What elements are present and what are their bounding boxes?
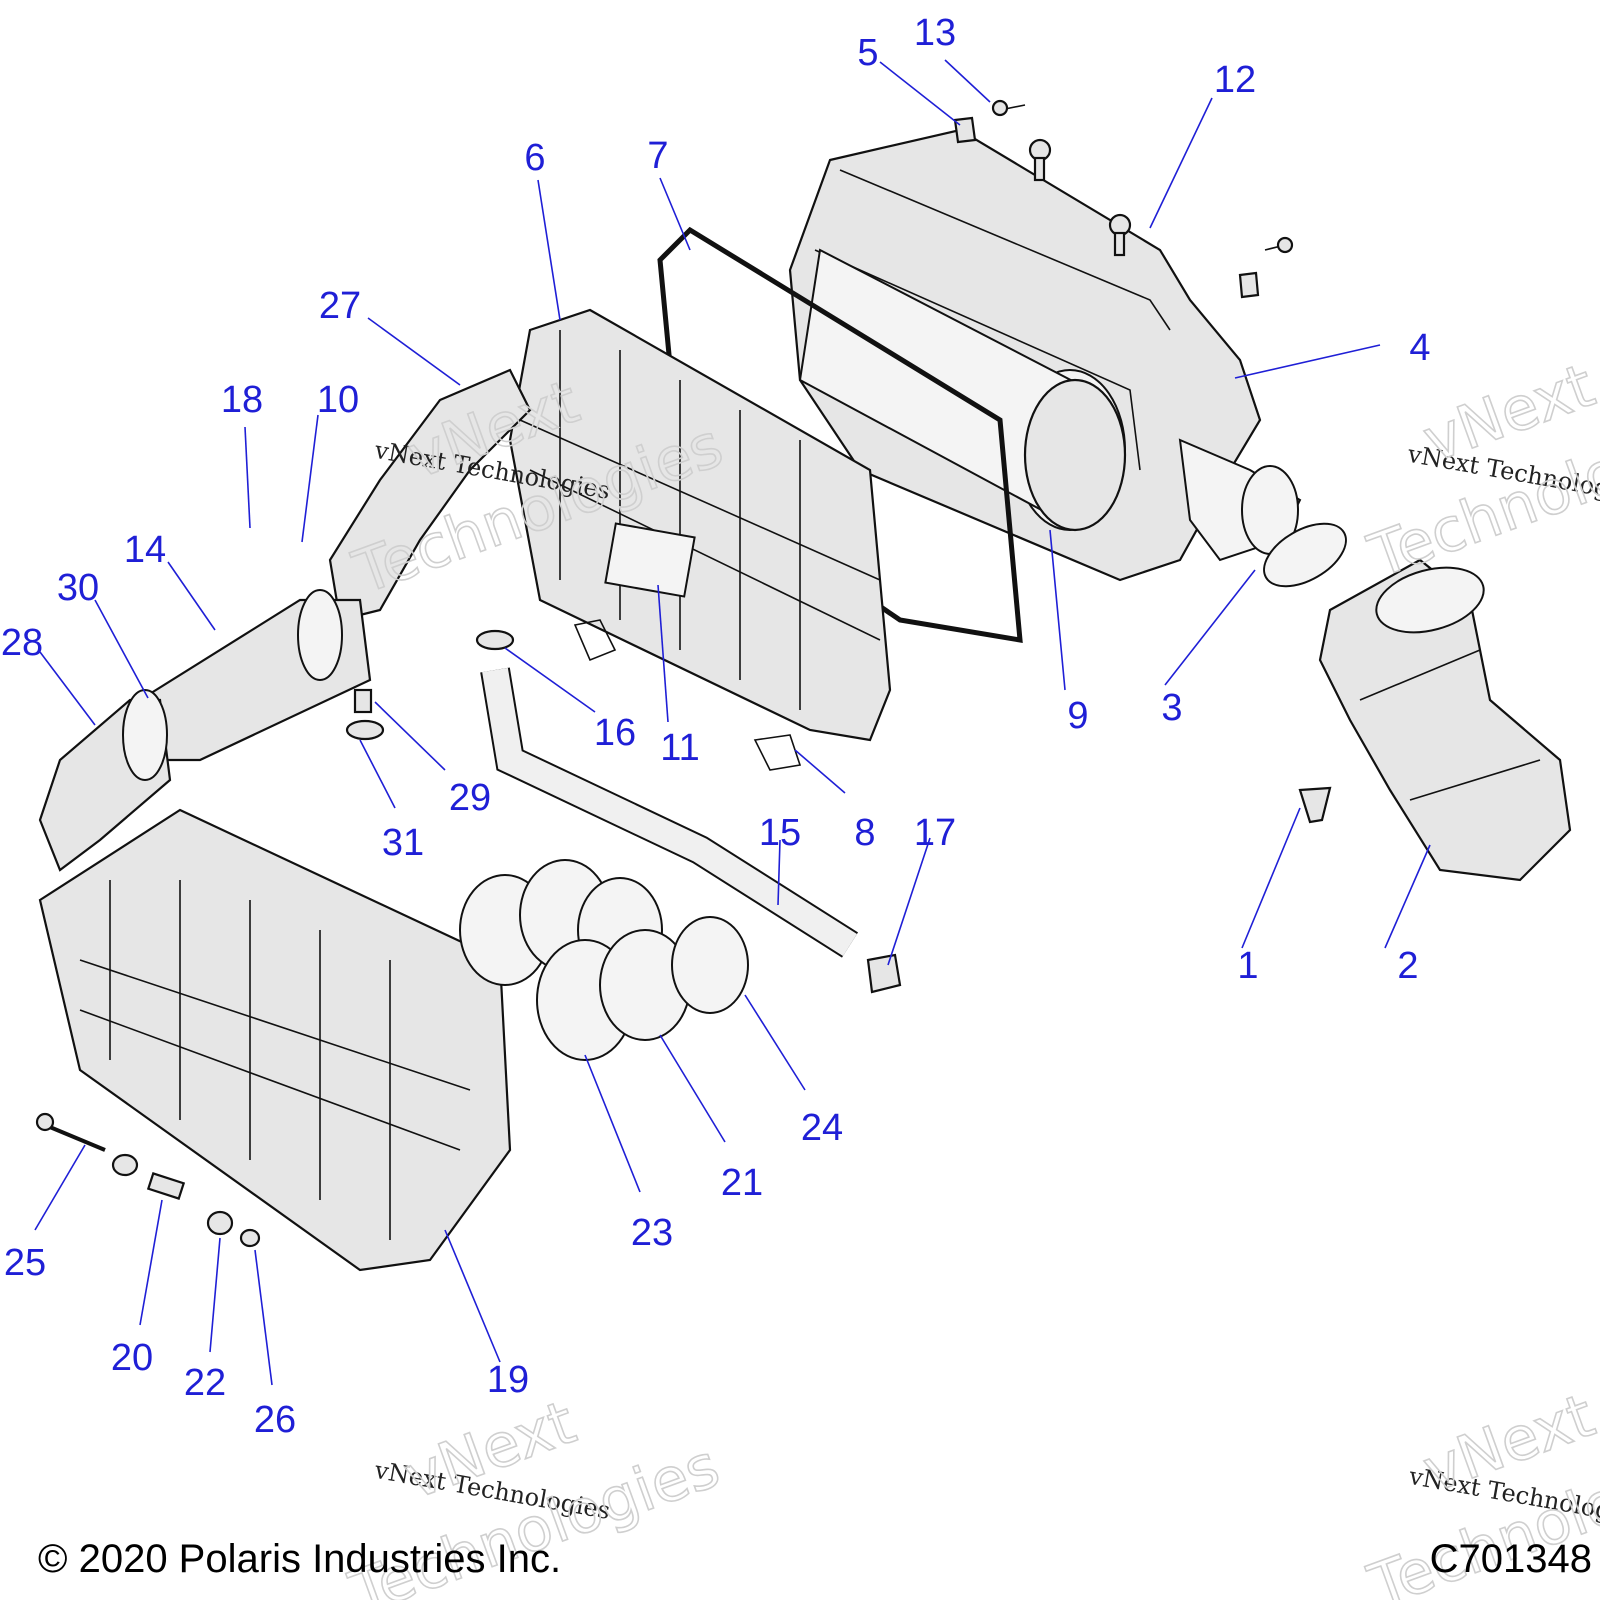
callout-15: 15 xyxy=(759,812,801,854)
part-19-lower-box xyxy=(38,808,512,1272)
part-2-3-elbow-duct xyxy=(1263,522,1572,882)
callout-8: 8 xyxy=(854,812,875,854)
callout-22: 22 xyxy=(184,1362,226,1404)
diagram-code: C701348 xyxy=(1430,1537,1592,1581)
callout-6: 6 xyxy=(524,137,545,179)
part-couplers xyxy=(459,859,749,1061)
callout-14: 14 xyxy=(124,529,166,571)
part-hardware-lower xyxy=(35,1112,261,1248)
callout-24: 24 xyxy=(801,1107,843,1149)
callout-13: 13 xyxy=(914,12,956,54)
callout-19: 19 xyxy=(487,1359,529,1401)
callout-30: 30 xyxy=(57,567,99,609)
callout-26: 26 xyxy=(254,1399,296,1441)
leader-lines xyxy=(34,59,1431,1386)
part-1-grommet xyxy=(1298,786,1332,824)
callout-27: 27 xyxy=(319,285,361,327)
callout-23: 23 xyxy=(631,1212,673,1254)
parts-artwork xyxy=(35,99,1572,1272)
callout-9: 9 xyxy=(1067,695,1088,737)
footer: © 2020 Polaris Industries Inc. C701348 xyxy=(38,1537,1592,1581)
callout-5: 5 xyxy=(857,32,878,74)
callout-12: 12 xyxy=(1214,59,1256,101)
callout-28: 28 xyxy=(1,622,43,664)
callout-25: 25 xyxy=(4,1242,46,1284)
callout-17: 17 xyxy=(914,812,956,854)
callout-7: 7 xyxy=(647,135,668,177)
callout-16: 16 xyxy=(594,712,636,754)
copyright-text: © 2020 Polaris Industries Inc. xyxy=(38,1537,561,1581)
part-6-airbox-cover xyxy=(508,308,892,742)
part-small-clamps xyxy=(345,619,802,771)
callout-4: 4 xyxy=(1409,327,1430,369)
callout-29: 29 xyxy=(449,777,491,819)
part-fasteners-top xyxy=(953,99,1294,299)
callout-20: 20 xyxy=(111,1337,153,1379)
callout-11: 11 xyxy=(660,727,699,769)
callout-18: 18 xyxy=(221,379,263,421)
callout-31: 31 xyxy=(382,822,424,864)
callout-2: 2 xyxy=(1397,945,1418,987)
part-15-hose xyxy=(480,667,902,994)
callout-10: 10 xyxy=(317,379,359,421)
watermark-right-big: vNext Technologies xyxy=(1359,350,1600,593)
callout-3: 3 xyxy=(1161,687,1182,729)
callout-numbers: 1 2 3 4 5 6 7 8 9 10 11 12 13 14 15 16 1… xyxy=(1,12,1431,1441)
part-intake-tubes xyxy=(38,368,532,872)
callout-1: 1 xyxy=(1237,945,1258,987)
callout-21: 21 xyxy=(721,1162,763,1204)
part-7-gasket xyxy=(657,226,1023,643)
